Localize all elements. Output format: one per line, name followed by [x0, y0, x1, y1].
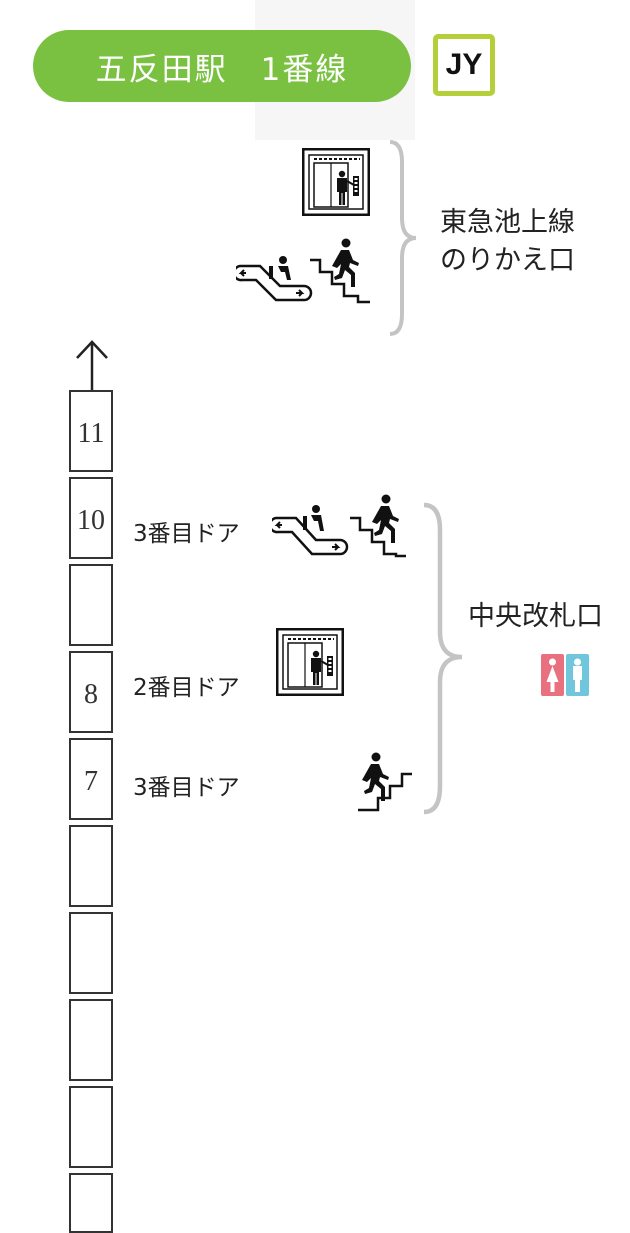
station-platform-title: 五反田駅 1番線: [33, 30, 411, 102]
transfer-exit-label: 東急池上線 のりかえ口: [440, 204, 575, 280]
elevator-icon: [302, 148, 370, 216]
train-car-2: [69, 1173, 113, 1233]
train-car-5: [69, 912, 113, 994]
train-car-10: 10: [69, 477, 113, 559]
toilet-icon: [541, 654, 589, 696]
train-car-8: 8: [69, 651, 113, 733]
elevator-icon: [276, 628, 344, 696]
brace-central: [423, 502, 463, 815]
women-toilet-icon: [541, 654, 564, 696]
transfer-exit-label-line2: のりかえ口: [440, 245, 575, 276]
train-car-7: 7: [69, 738, 113, 820]
door-label-car-7: 3番目ドア: [133, 775, 240, 801]
stairs-icon: [310, 238, 370, 304]
train-car-9: [69, 564, 113, 646]
transfer-exit-label-line1: 東急池上線: [440, 207, 575, 238]
car-number: 11: [77, 418, 105, 449]
car-number: 7: [84, 766, 98, 797]
train-car-11: 11: [69, 390, 113, 472]
brace-transfer: [389, 140, 417, 336]
train-car-3: [69, 1086, 113, 1168]
men-toilet-icon: [566, 654, 589, 696]
escalator-icon: [272, 505, 349, 556]
car-number: 10: [77, 505, 105, 536]
line-code: JY: [445, 48, 483, 81]
station-platform-title-text: 五反田駅 1番線: [95, 51, 349, 88]
car-number: 8: [84, 679, 98, 710]
arrow-up-icon: [76, 340, 108, 394]
train-car-4: [69, 999, 113, 1081]
escalator-icon: [236, 256, 313, 302]
stairs-icon: [350, 494, 406, 558]
door-label-car-8: 2番目ドア: [133, 675, 240, 701]
line-badge: JY: [433, 34, 495, 96]
stairs-icon: [358, 752, 412, 812]
train-car-6: [69, 825, 113, 907]
central-exit-label: 中央改札口: [468, 601, 603, 632]
door-label-car-10: 3番目ドア: [133, 521, 240, 547]
